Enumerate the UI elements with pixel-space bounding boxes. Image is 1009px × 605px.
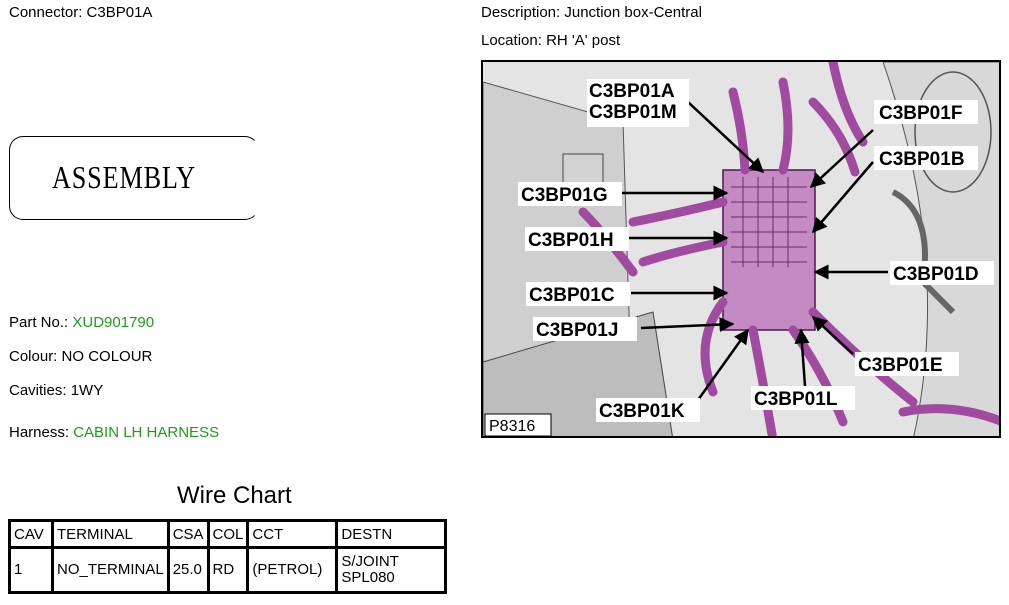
callout-bg-am — [587, 79, 689, 127]
fuse-grid — [731, 177, 807, 267]
figure-id: P8316 — [489, 418, 535, 435]
callout-c3bp01g: C3BP01G — [521, 185, 608, 206]
connector-location-diagram: C3BP01A C3BP01M C3BP01F C3BP01B C3BP01G … — [481, 60, 1001, 438]
callout-c3bp01d: C3BP01D — [893, 264, 979, 285]
part-no-link[interactable]: XUD901790 — [72, 314, 155, 331]
connector-line: Connector: C3BP01A — [9, 4, 152, 21]
callout-c3bp01a: C3BP01A — [589, 81, 675, 102]
callout-labels: C3BP01A C3BP01M C3BP01F C3BP01B C3BP01G … — [484, 79, 994, 436]
description-value: Junction box-Central — [564, 4, 702, 21]
header-destn: DESTN — [335, 519, 448, 549]
description-label: Description: — [481, 4, 561, 21]
assembly-text: ASSEMBLY — [52, 159, 196, 195]
cell-terminal: NO_TERMINAL — [51, 546, 170, 594]
wire-chart-table: CAV TERMINAL CSA COL CCT DESTN 1 NO_TERM… — [8, 519, 448, 594]
colour-value: NO COLOUR — [61, 348, 153, 365]
harness-line: Harness: CABIN LH HARNESS — [9, 424, 219, 441]
callout-c3bp01b: C3BP01B — [879, 149, 965, 170]
junction-box — [722, 169, 816, 331]
callout-c3bp01e: C3BP01E — [858, 355, 943, 376]
callout-c3bp01f: C3BP01F — [879, 103, 962, 124]
part-no-line: Part No.: XUD901790 — [9, 314, 154, 331]
cell-cav: 1 — [8, 546, 54, 594]
location-line: Location: RH 'A' post — [481, 32, 620, 49]
callout-bg-e — [855, 352, 959, 376]
header-cav: CAV — [8, 519, 54, 549]
callout-c3bp01j: C3BP01J — [536, 320, 618, 341]
callout-bg-k — [596, 398, 700, 422]
table-row: 1 NO_TERMINAL 25.0 RD (PETROL) S/JOINT S… — [8, 546, 448, 594]
part-no-label: Part No.: — [9, 314, 69, 331]
callout-bg-f — [874, 100, 978, 124]
callout-bg-g — [518, 182, 622, 206]
connector-value: C3BP01A — [86, 4, 153, 21]
cavities-label: Cavities: — [9, 382, 67, 399]
harness-link[interactable]: CABIN LH HARNESS — [73, 424, 220, 441]
cell-cct: (PETROL) — [246, 546, 339, 594]
harness-label: Harness: — [9, 424, 70, 441]
location-label: Location: — [481, 32, 542, 49]
callout-bg-h — [525, 227, 629, 251]
connector-label: Connector: — [9, 4, 83, 21]
cell-col: RD — [206, 546, 250, 594]
callout-arrows — [621, 101, 888, 401]
callout-c3bp01c: C3BP01C — [529, 285, 615, 306]
header-csa: CSA — [166, 519, 210, 549]
wire-chart-header-row: CAV TERMINAL CSA COL CCT DESTN — [8, 519, 448, 549]
callout-bg-l — [751, 386, 855, 410]
callout-bg-c — [526, 282, 630, 306]
colour-line: Colour: NO COLOUR — [9, 348, 152, 365]
figure-id-box — [484, 413, 552, 436]
description-line: Description: Junction box-Central — [481, 4, 702, 21]
cavities-line: Cavities: 1WY — [9, 382, 103, 399]
wire-chart-title: Wire Chart — [177, 482, 292, 509]
colour-label: Colour: — [9, 348, 58, 365]
header-col: COL — [206, 519, 250, 549]
callout-c3bp01h: C3BP01H — [528, 230, 614, 251]
callout-bg-j — [533, 317, 637, 341]
header-cct: CCT — [246, 519, 339, 549]
panel-cutout — [914, 71, 992, 193]
cavities-value: 1WY — [70, 382, 104, 399]
callout-c3bp01l: C3BP01L — [754, 389, 838, 410]
diagram-artwork: C3BP01A C3BP01M C3BP01F C3BP01B C3BP01G … — [483, 62, 999, 436]
callout-c3bp01k: C3BP01K — [599, 401, 685, 422]
cell-csa: 25.0 — [166, 546, 210, 594]
callout-bg-d — [890, 261, 994, 285]
header-terminal: TERMINAL — [51, 519, 170, 549]
location-value: RH 'A' post — [546, 32, 621, 49]
callout-c3bp01m: C3BP01M — [589, 102, 677, 123]
callout-bg-b — [874, 146, 978, 170]
assembly-box: ASSEMBLY — [9, 136, 259, 220]
cell-destn: S/JOINT SPL080 — [335, 546, 448, 594]
